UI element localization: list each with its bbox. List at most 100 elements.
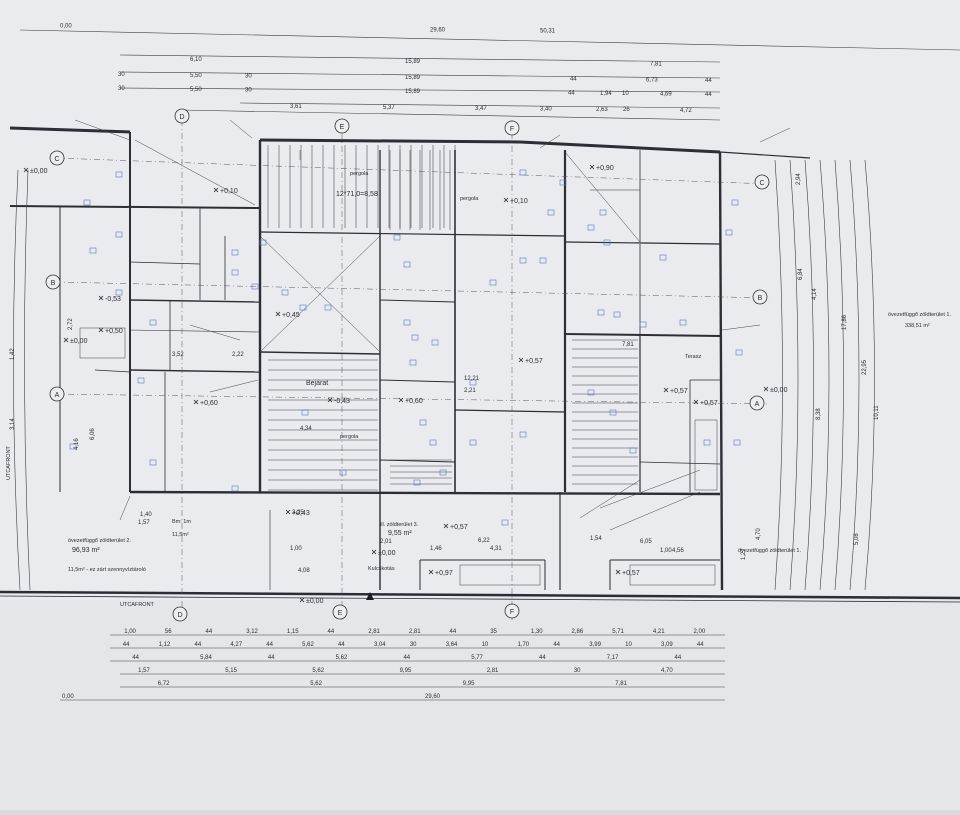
interior-dim: 1,00 <box>290 546 302 552</box>
level-marker-text: ±0,00 <box>70 338 88 345</box>
interior-dim: 2,21 <box>464 388 476 394</box>
bottom-dim-row4: 5,15 <box>225 668 237 674</box>
interior-dim: 12,21 <box>464 376 480 382</box>
grid-label-d-bottom: D <box>177 612 182 619</box>
bottom-dim-row3: 7,17 <box>607 655 619 661</box>
right-dimension-lines <box>774 159 875 591</box>
level-markers: ±0,00+0,10+0,10+0,90-0,53+0,50+0,45+0,60… <box>23 164 788 605</box>
leader-line <box>721 324 761 331</box>
void-diagonals <box>134 139 641 353</box>
annotation-mark <box>519 257 527 264</box>
level-marker: +0,97 <box>428 569 453 577</box>
annotation-mark <box>259 239 267 246</box>
level-marker-text: -0,43 <box>334 398 350 405</box>
bottom-dim-row3: 44 <box>675 655 682 661</box>
bottom-dim-row3: 44 <box>403 655 410 661</box>
grid-axis-lines <box>54 120 771 620</box>
bottom-dim-row2: 3,09 <box>661 642 673 648</box>
grid-label-b-left: B <box>51 280 56 287</box>
annotation-mark <box>403 319 411 326</box>
bottom-dim-row1: 56 <box>165 629 172 635</box>
leader-line <box>599 469 701 509</box>
top-dim-row1: 0,00 <box>60 24 72 30</box>
room-label-pergola: pergola <box>350 171 369 177</box>
level-marker-text: ±0,00 <box>378 550 396 557</box>
bottom-dim-row2: 5,62 <box>302 642 314 648</box>
grid-label-a-right: A <box>755 401 760 408</box>
grid-label-f-top: F <box>510 126 514 133</box>
annotation-mark <box>89 247 97 254</box>
level-marker: ±0,00 <box>63 337 88 345</box>
grid-bubble-c-left <box>49 150 65 166</box>
bottom-dim-row2: 44 <box>123 642 130 648</box>
level-marker: ±0,00 <box>763 386 788 394</box>
leader-line <box>609 491 701 531</box>
bottom-dim-row3: 44 <box>268 655 275 661</box>
annotation-mark <box>231 485 239 492</box>
bottom-dim-row2: 3,04 <box>374 642 386 648</box>
area-center-value: 9,55 m² <box>388 530 412 537</box>
area-right-lower-title: övezetfüggő zöldterület 1. <box>738 548 801 554</box>
grid-bubble-e-bottom <box>332 604 348 620</box>
grid-label-c-left: C <box>54 156 59 163</box>
bottom-dim-row1: 1,30 <box>531 629 543 635</box>
bottom-dim-row4: 30 <box>574 668 581 674</box>
bottom-dim-row1: 4,21 <box>653 629 665 635</box>
level-marker-text: +0,57 <box>525 358 543 365</box>
interior-dim: 4,31 <box>490 546 502 552</box>
annotation-mark <box>599 209 607 216</box>
room-label-stair-formula: 12*71,0=8,58 <box>336 191 378 198</box>
annotation-mark <box>629 447 637 454</box>
bottom-dim-row1: 2,81 <box>409 629 421 635</box>
bottom-dim-row6: 0,00 <box>62 694 74 700</box>
level-marker-text: +0,90 <box>596 165 614 172</box>
area-labels: övezetfüggő zöldterület 1. 338,51 m² öve… <box>68 312 951 573</box>
bottom-dim-row5: 5,62 <box>310 681 322 687</box>
grid-bubble-a-right <box>749 395 765 411</box>
area-left-value: 96,93 m² <box>72 547 100 554</box>
annotation-mark <box>339 469 347 476</box>
bottom-dimension-lines <box>60 634 725 701</box>
grid-label-d-top: D <box>179 114 184 121</box>
bottom-dim-row5: 6,72 <box>158 681 170 687</box>
grid-label-e-top: E <box>340 124 345 131</box>
top-dim-row5: 5,37 <box>383 105 395 111</box>
interior-dim: 4,56 <box>672 548 684 554</box>
interior-dim: 3,52 <box>172 352 184 358</box>
street-label-left: UTCAFRONT <box>6 445 12 480</box>
level-marker: ±0,00 <box>23 167 48 175</box>
annotation-mark <box>149 319 157 326</box>
annotation-mark <box>469 439 477 446</box>
interior-dim: 1,00 <box>660 548 672 554</box>
street-label-bottom: UTCAFRONT <box>120 602 155 608</box>
interior-dim: 2,22 <box>232 352 244 358</box>
bottom-dim-row3: 5,62 <box>336 655 348 661</box>
interior-dim: 6,22 <box>478 538 490 544</box>
grid-bubble-d-bottom <box>172 606 188 622</box>
top-dim-row4: 44 <box>568 91 575 97</box>
bottom-dim-row2: 44 <box>338 642 345 648</box>
leader-line <box>74 119 131 141</box>
annotation-mark <box>659 254 667 261</box>
annotation-mark <box>429 439 437 446</box>
left-dimension-lines <box>13 169 31 591</box>
level-marker-text: +0,50 <box>105 328 123 335</box>
bottom-dim-row1: 35 <box>490 629 497 635</box>
entrance-arrow-icon <box>366 592 374 600</box>
annotation-mark <box>539 257 547 264</box>
top-dim-row5: 4,72 <box>680 108 692 114</box>
annotation-mark <box>735 349 743 356</box>
annotation-mark <box>703 439 711 446</box>
grid-bubble-d-top <box>174 108 190 124</box>
level-marker-text: +0,10 <box>220 188 238 195</box>
bottom-dim-row1: 2,86 <box>572 629 584 635</box>
interior-dim: 1,40 <box>140 512 152 518</box>
grid-bubble-b-right <box>752 289 768 305</box>
bottom-dim-row4: 2,81 <box>487 668 499 674</box>
level-marker-text: +0,10 <box>510 198 528 205</box>
pergola-hatching-mid <box>268 359 378 491</box>
leader-line <box>579 479 641 519</box>
top-dim-row3: 5,50 <box>190 73 202 79</box>
bottom-dim-row3: 44 <box>539 655 546 661</box>
grid-bubbles: D E F D E F C B A C B A <box>45 108 770 622</box>
